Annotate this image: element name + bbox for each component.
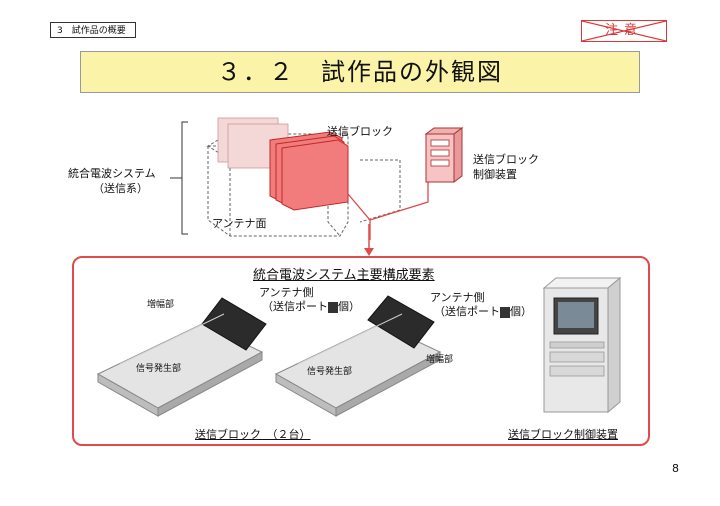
- antenna-array-diagram: [170, 117, 429, 240]
- redacted-block-2: [500, 306, 510, 318]
- signal-gen-label-2: 信号発生部: [307, 367, 353, 377]
- antenna-port-label-2: （送信ポート個）: [434, 303, 532, 319]
- block-label: 送信ブロック: [327, 125, 393, 138]
- antenna-port-text-2: （送信ポート: [434, 305, 500, 318]
- system-sublabel: （送信系）: [93, 182, 148, 195]
- page-number: 8: [672, 462, 679, 475]
- amp-label-1: 増幅部: [147, 300, 175, 310]
- down-arrow-icon: [364, 224, 374, 256]
- amp-label-2: 増幅部: [426, 355, 454, 365]
- controller-label: 送信ブロック: [473, 153, 539, 166]
- components-panel: [72, 256, 650, 446]
- send-block-photo-2: [274, 295, 442, 417]
- signal-gen-label-1: 信号発生部: [136, 364, 182, 374]
- antenna-port-text-1: （送信ポート: [262, 300, 328, 313]
- caution-stamp: 注意: [581, 20, 667, 42]
- stamp-cross-icon: [582, 21, 666, 41]
- antenna-port-label-1: （送信ポート個）: [262, 298, 360, 314]
- blocks-caption: 送信ブロック （２台）: [195, 428, 311, 441]
- antenna-port-count-2: 個）: [510, 305, 532, 318]
- antenna-side-label-1: アンテナ側: [259, 286, 314, 299]
- controller-sublabel: 制御装置: [473, 168, 517, 181]
- antenna-face-label: アンテナ面: [212, 217, 267, 230]
- controller-cabinet-icon: [424, 127, 464, 183]
- send-block-photo-1: [96, 297, 267, 417]
- redacted-block-1: [328, 301, 338, 313]
- controller-photo: [542, 276, 622, 414]
- antenna-port-count-1: 個）: [338, 300, 360, 313]
- antenna-side-label-2: アンテナ側: [430, 291, 485, 304]
- section-tab: 3 試作品の概要: [50, 22, 136, 38]
- controller-caption: 送信ブロック制御装置: [508, 428, 618, 441]
- components-heading: 統合電波システム主要構成要素: [253, 268, 435, 283]
- page-title: ３．２ 試作品の外観図: [80, 51, 640, 93]
- system-label: 統合電波システム: [68, 167, 156, 180]
